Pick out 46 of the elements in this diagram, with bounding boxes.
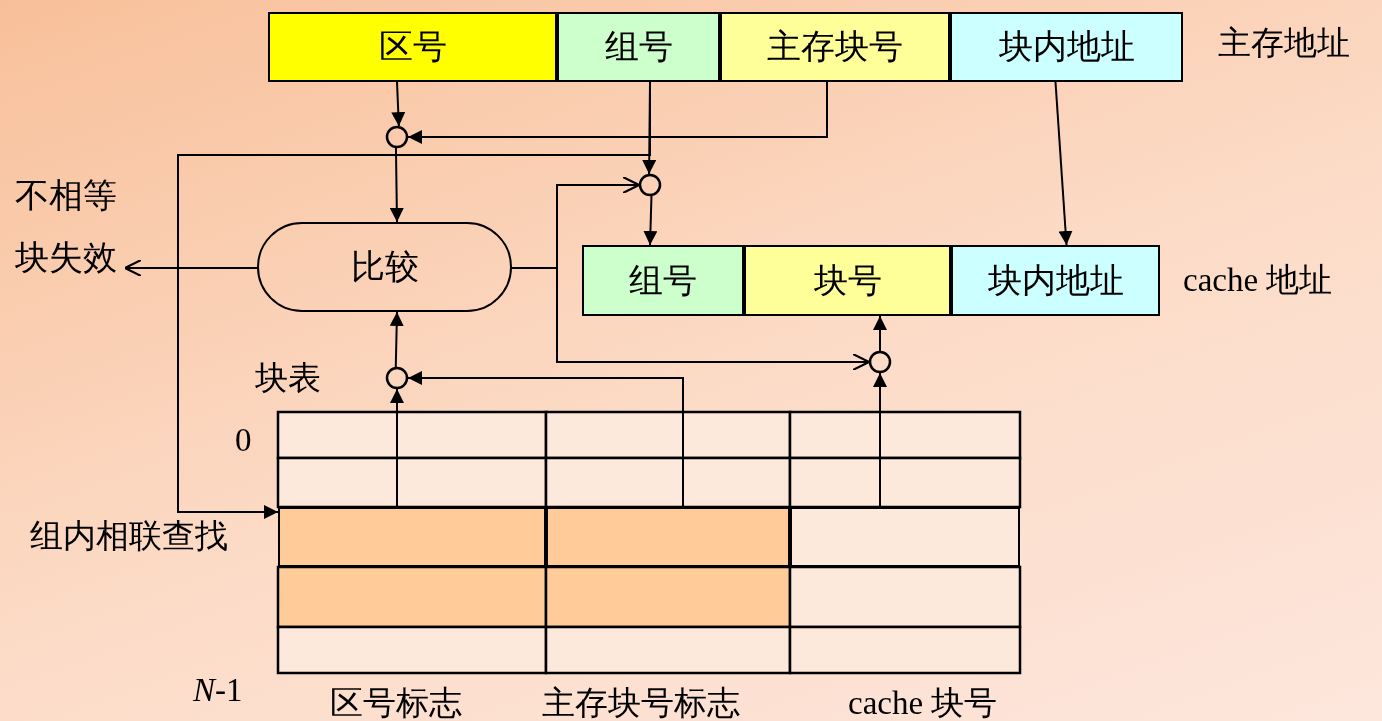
comparator <box>257 222 512 312</box>
field-label: 区号 <box>378 28 447 66</box>
arrow <box>407 371 684 508</box>
label-text: 区号标志 <box>330 685 462 721</box>
status-text: 不相等块失效 <box>15 165 125 285</box>
field-label: 块号 <box>813 261 882 300</box>
arrow <box>511 267 871 372</box>
table-cell <box>790 507 1020 567</box>
field-label: 组号 <box>604 28 673 66</box>
label-text: 主存地址 <box>1218 25 1350 62</box>
address-field <box>950 12 1183 82</box>
label-text: 块表 <box>255 360 321 397</box>
arrow <box>407 81 828 144</box>
address-field <box>744 245 951 316</box>
address-field <box>582 245 744 316</box>
arrow <box>389 311 404 369</box>
arrow <box>389 146 404 223</box>
arrow <box>390 388 404 508</box>
field-label: 组号 <box>629 261 697 300</box>
arrow <box>643 194 658 246</box>
address-field <box>268 12 557 82</box>
junction-circle <box>869 351 891 373</box>
arrow <box>873 372 887 508</box>
field-label: 比较 <box>350 248 419 286</box>
arrow <box>391 81 406 128</box>
arrow <box>177 81 651 519</box>
address-field <box>557 12 720 82</box>
table-cell <box>546 507 790 567</box>
label-text: 组内相联查找 <box>30 518 228 555</box>
junction-circle <box>639 174 661 196</box>
field-label: 主存块号 <box>767 28 903 66</box>
label-text: 主存块号标志 <box>542 685 740 721</box>
field-label: 块内地址 <box>998 28 1135 66</box>
arrow <box>1054 81 1073 246</box>
arrow <box>123 258 258 278</box>
address-field <box>720 12 950 82</box>
table-cell <box>278 507 546 567</box>
arrow <box>873 315 887 352</box>
field-label: 块内地址 <box>987 261 1124 300</box>
label-text: cache 块号 <box>848 685 998 721</box>
junction-circle <box>386 367 408 389</box>
label-text: 0 <box>235 422 252 459</box>
junction-circle <box>386 126 408 148</box>
label-text: N-1 <box>193 672 243 709</box>
address-field <box>951 245 1160 316</box>
label-text: cache 地址 <box>1183 262 1333 299</box>
